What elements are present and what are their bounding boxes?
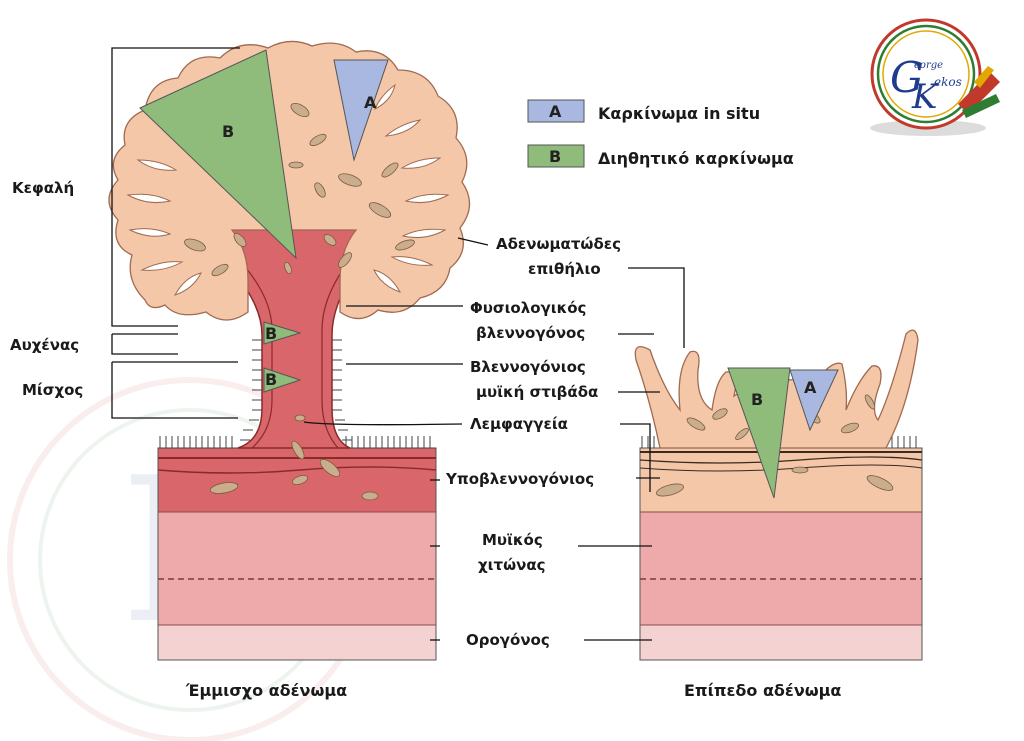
invasive-neck-tag: B xyxy=(265,324,277,343)
label-muscularis-mucosae-line1: Βλεννογόνιος xyxy=(470,358,586,376)
label-muscularis-line1: Μυϊκός xyxy=(482,531,543,549)
invasive-stalk-tag: B xyxy=(265,370,277,389)
caption-flat-adenoma: Επίπεδο αδένωμα xyxy=(684,681,841,700)
svg-text:K: K xyxy=(911,77,940,117)
legend-tag-in-situ: A xyxy=(549,102,562,121)
flat-adenoma: B A xyxy=(634,329,923,661)
invasive-wedge xyxy=(139,49,297,260)
legend-swatch-invasive xyxy=(527,144,585,168)
flat-in-situ-tag: A xyxy=(804,378,817,397)
invasive-neck-marker xyxy=(263,321,302,345)
flat-in-situ-wedge xyxy=(789,369,839,432)
label-serosa: Ορογόνος xyxy=(466,631,550,649)
right-serosa-layer xyxy=(640,625,922,660)
in-situ-wedge xyxy=(333,59,389,162)
label-adenomatous-epithelium-line2: επιθήλιο xyxy=(528,260,601,278)
structure-labels: Αδενωματώδες επιθήλιο Φυσιολογικός βλενν… xyxy=(445,235,621,649)
legend-text-invasive: Διηθητικό καρκίνωμα xyxy=(598,149,794,168)
invasive-stalk-marker xyxy=(263,367,302,393)
label-normal-mucosa-line2: βλεννογόνος xyxy=(476,324,585,342)
left-brackets xyxy=(111,47,240,419)
legend-tag-invasive: B xyxy=(549,147,561,166)
left-muscularis-layer xyxy=(158,512,436,625)
label-submucosa: Υποβλεννογόνιος xyxy=(445,470,594,488)
legend-swatch-in-situ xyxy=(527,99,585,123)
label-stalk: Μίσχος xyxy=(22,381,83,399)
flat-invasive-tag: B xyxy=(751,390,763,409)
legend: A Καρκίνωμα in situ B Διηθητικό καρκίνωμ… xyxy=(527,99,794,168)
pedunculated-adenoma: A B B B xyxy=(108,40,471,661)
in-situ-wedge-tag: A xyxy=(364,93,377,112)
caption-pedunculated-adenoma: Έμμισχο αδένωμα xyxy=(185,681,347,700)
right-muscularis-layer xyxy=(640,512,922,625)
logo: G K eorge ekos xyxy=(870,18,1000,136)
label-muscularis-mucosae-line2: μυϊκή στιβάδα xyxy=(476,383,598,401)
svg-text:G: G xyxy=(890,53,924,102)
label-head: Κεφαλή xyxy=(12,179,74,197)
label-lymphatics: Λεμφαγγεία xyxy=(470,415,568,433)
flat-invasive-wedge xyxy=(727,367,791,499)
logo-text-bottom: ekos xyxy=(934,75,962,89)
leader-lines xyxy=(303,237,685,641)
invasive-wedge-tag: B xyxy=(222,122,234,141)
left-serosa-layer xyxy=(158,625,436,660)
label-muscularis-line2: χιτώνας xyxy=(478,556,546,574)
legend-text-in-situ: Καρκίνωμα in situ xyxy=(598,104,760,123)
label-adenomatous-epithelium-line1: Αδενωματώδες xyxy=(496,235,621,253)
label-normal-mucosa-line1: Φυσιολογικός xyxy=(470,299,586,317)
logo-text-top: eorge xyxy=(914,60,943,71)
label-neck: Αυχένας xyxy=(10,336,79,354)
